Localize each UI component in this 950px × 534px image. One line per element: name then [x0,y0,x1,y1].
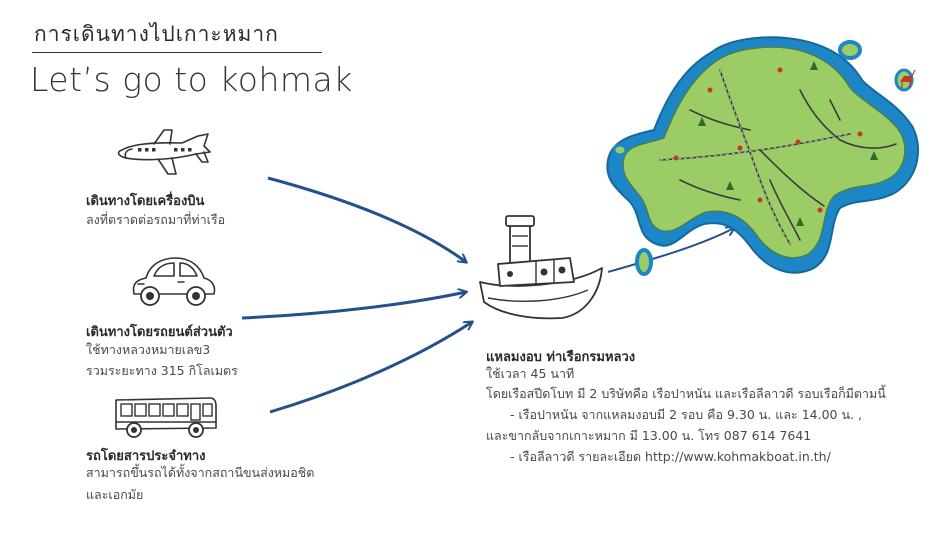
route-bus-line-2: และเอกมัย [86,487,144,502]
pier-item-pahnan: - เรือปาหนัน จากแหลมงอบมี 2 รอบ คือ 9.30… [510,407,862,422]
page-title-english: Let’s go to kohmak [30,60,353,99]
map-land [622,46,906,259]
bus-icon [115,397,217,438]
route-plane-desc: ลงที่ตราดต่อรถมาที่ท่าเรือ [86,212,226,227]
pier-title: แหลมงอบ ท่าเรือกรมหลวง [486,350,636,365]
arrow-bus-to-pier [269,322,472,414]
route-car-line-2: รวมระยะทาง 315 กิโลเมตร [86,363,238,378]
arrow-plane-to-pier [267,176,466,262]
boat-icon [479,215,603,320]
page-title-thai: การเดินทางไปเกาะหมาก [34,22,279,46]
pier-duration: ใช้เวลา 45 นาที [486,366,575,381]
route-car-title: เดินทางโดยรถยนต์ส่วนตัว [86,325,233,340]
pier-description: โดยเรือสปีดโบท มี 2 บริษัทคือ เรือปาหนัน… [486,386,886,401]
map-deer [900,69,916,88]
arrow-car-to-pier [241,292,466,320]
title-divider [32,52,322,53]
route-car-line-1: ใช้ทางหลวงหมายเลข3 [86,342,211,357]
route-bus-line-1: สามารถขึ้นรถได้ทั้งจากสถานีขนส่งหมอชิต [86,465,315,480]
route-bus-title: รถโดยสารประจำทาง [86,449,206,464]
airplane-icon [117,129,211,175]
pier-item-leelawadee: - เรือลีลาวดี รายละเอียด http://www.kohm… [510,449,831,464]
car-icon [132,257,216,306]
island-map [606,36,919,276]
pier-item-pahnan-return: และขากลับจากเกาะหมาก มี 13.00 น. โทร 087… [486,428,812,443]
arrow-pier-to-island [607,228,734,273]
route-plane-title: เดินทางโดยเครื่องบิน [86,194,205,209]
